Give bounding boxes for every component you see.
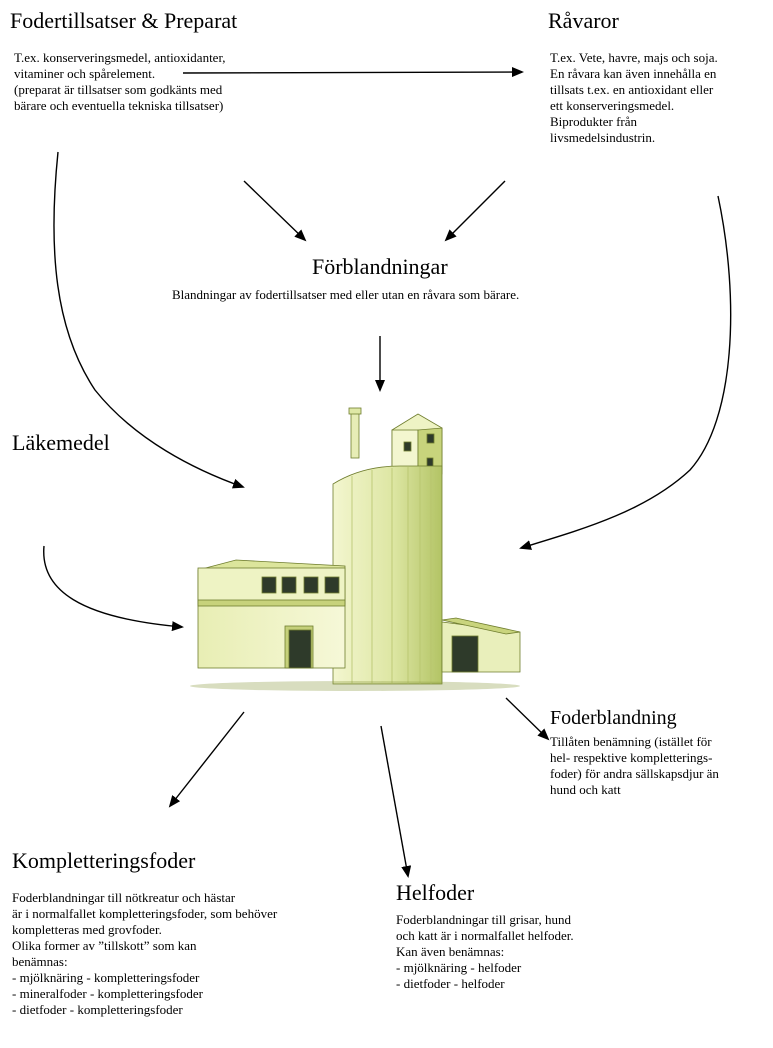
text-line: T.ex. Vete, havre, majs och soja. [550,50,718,65]
text-line: Olika former av ”tillskott” som kan [12,938,197,953]
text-line: Blandningar av fodertillsatser med eller… [172,287,520,302]
text-line: T.ex. konserveringsmedel, antioxidanter, [14,50,226,65]
arrow-factory-to-foderblandning [505,697,550,741]
text-line: foder) för andra sällskapsdjur än [550,766,719,781]
arrow-factory-to-kompletteringsfoder [168,711,245,808]
text-line: - dietfoder - helfoder [396,976,505,991]
text-line: bärare och eventuella tekniska tillsatse… [14,98,224,113]
forblandningar-title: Förblandningar [312,254,448,279]
fodertillsatser-text: T.ex. konserveringsmedel, antioxidanter,… [14,50,226,114]
text-line: Foderblandningar till nötkreatur och häs… [12,890,236,905]
arrow-lakemedel-to-factory [43,545,184,632]
text-line: hund och katt [550,782,621,797]
helfoder-title: Helfoder [396,880,475,905]
foderblandning-title: Foderblandning [550,707,677,729]
text-line: - dietfoder - kompletteringsfoder [12,1002,183,1017]
lakemedel-title: Läkemedel [12,430,110,455]
text-line: benämnas: [12,954,68,969]
text-line: hel- respektive kompletterings- [550,750,713,765]
text-line: Tillåten benämning (istället för [550,734,712,749]
text-line: - mineralfoder - kompletteringsfoder [12,986,203,1001]
text-line: tillsats t.ex. en antioxidant eller [550,82,714,97]
kompletteringsfoder-text: Foderblandningar till nötkreatur och häs… [12,890,277,1018]
arrow-tillsatser-to-factory [53,151,245,489]
text-line: och katt är i normalfallet helfoder. [396,928,574,943]
arrow-factory-to-helfoder [380,725,412,878]
fodertillsatser-title: Fodertillsatser & Preparat [10,8,238,33]
text-line: kompletteras med grovfoder. [12,922,162,937]
text-line: vitaminer och spårelement. [14,66,156,81]
ravaror-title: Råvaror [548,8,619,33]
feed-factory-illustration [190,407,521,691]
text-line: En råvara kan även innehålla en [550,66,717,81]
forblandningar-text: Blandningar av fodertillsatser med eller… [172,287,519,303]
text-line: Kan även benämnas: [396,944,505,959]
text-line: - mjölknäring - kompletteringsfoder [12,970,200,985]
text-line: Biprodukter från [550,114,638,129]
text-line: - mjölknäring - helfoder [396,960,522,975]
foderblandning-text: Tillåten benämning (istället för hel- re… [550,734,719,798]
kompletteringsfoder-title: Kompletteringsfoder [12,848,196,873]
arrow-tillsatser-to-forblandningar [243,180,307,242]
arrow-tillsatser-to-ravaror [182,67,524,78]
arrow-ravaror-to-forblandningar [444,180,506,242]
text-line: är i normalfallet kompletteringsfoder, s… [12,906,278,921]
ravaror-text: T.ex. Vete, havre, majs och soja. En råv… [550,50,718,146]
helfoder-text: Foderblandningar till grisar, hund och k… [396,912,574,992]
text-line: Foderblandningar till grisar, hund [396,912,571,927]
text-line: ett konserveringsmedel. [550,98,675,113]
arrow-ravaror-to-factory [519,195,732,550]
text-line: livsmedelsindustrin. [550,130,656,145]
text-line: (preparat är tillsatser som godkänts med [14,82,223,97]
